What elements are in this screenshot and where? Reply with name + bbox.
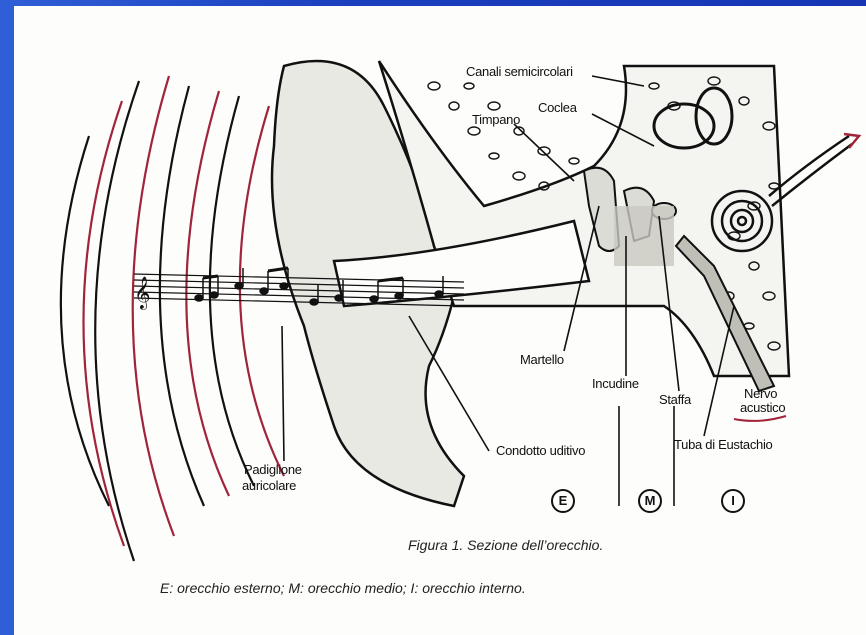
- label-incudine: Incudine: [592, 376, 639, 391]
- label-timpano: Timpano: [472, 112, 520, 127]
- label-martello: Martello: [520, 352, 564, 367]
- label-auricolare: auricolare: [242, 478, 296, 493]
- label-coclea: Coclea: [538, 100, 577, 115]
- middle-ear-texture: [614, 206, 674, 266]
- label-nervo: Nervo: [744, 386, 777, 401]
- label-padiglione: Padiglione: [244, 462, 302, 477]
- figure-sheet: 𝄞: [14, 6, 866, 635]
- label-condotto-uditivo: Condotto uditivo: [496, 443, 585, 458]
- figure-caption: Figura 1. Sezione dell’orecchio.: [408, 537, 603, 553]
- zone-badge-m: M: [638, 489, 662, 513]
- acoustic-nerve: [769, 134, 859, 206]
- label-acustico: acustico: [740, 400, 785, 415]
- label-tuba-di-eustachio: Tuba di Eustachio: [674, 437, 772, 452]
- label-canali-semicircolari: Canali semicircolari: [466, 64, 573, 79]
- zone-badge-i: I: [721, 489, 745, 513]
- nerve-label-underline: [734, 416, 786, 421]
- zone-badge-e: E: [551, 489, 575, 513]
- figure-legend: E: orecchio esterno; M: orecchio medio; …: [160, 580, 526, 596]
- svg-text:𝄞: 𝄞: [134, 276, 151, 310]
- label-staffa: Staffa: [659, 392, 691, 407]
